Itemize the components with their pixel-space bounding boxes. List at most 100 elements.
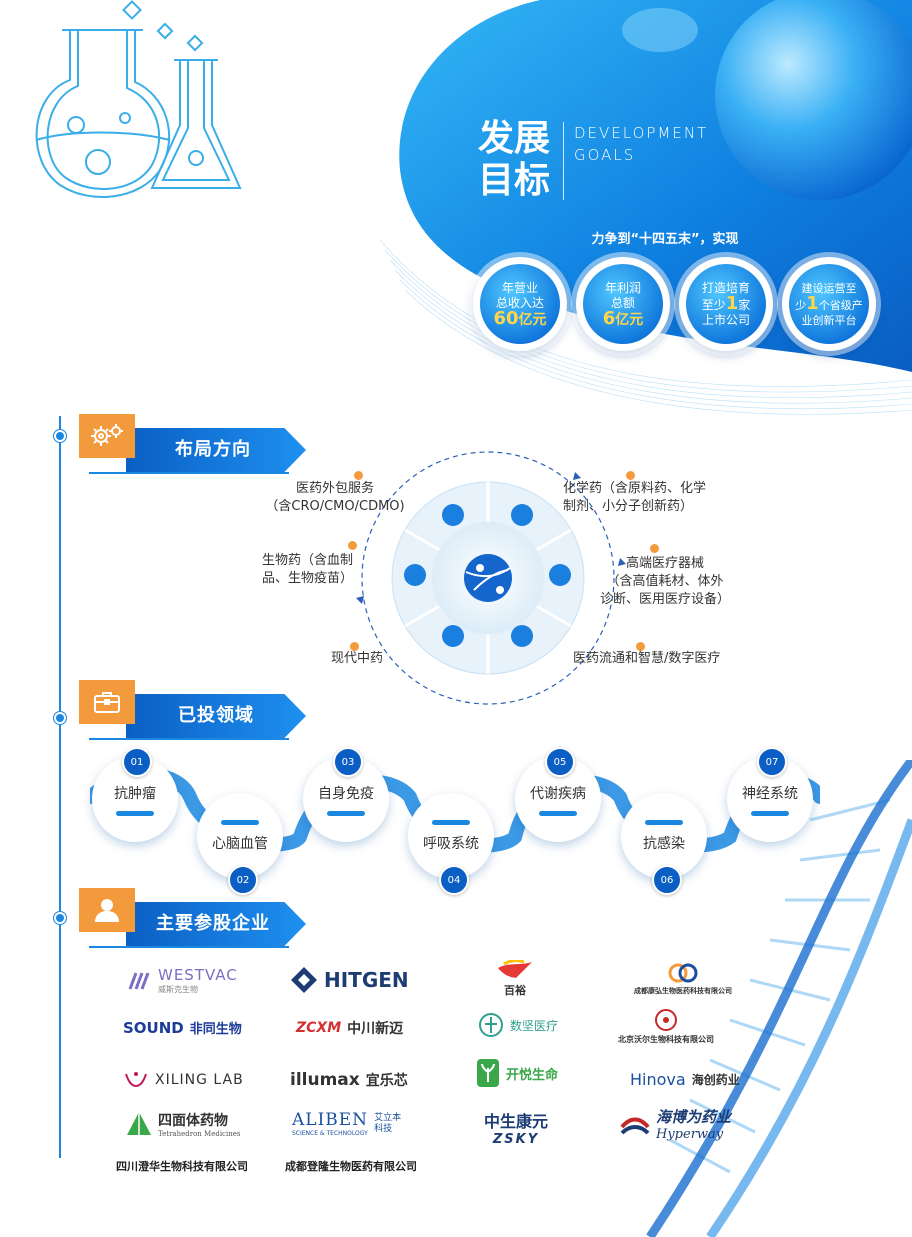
goal-profit-unit: 亿元 <box>615 311 644 328</box>
logo-baiyu: 百裕 <box>496 960 534 998</box>
westvac-name-zh: 威斯克生物 <box>158 985 198 994</box>
goal-revenue-unit: 亿元 <box>518 311 547 328</box>
haibo-name: 海博为药业 <box>656 1108 732 1126</box>
illumax-name-zh: 宜乐芯 <box>365 1073 408 1089</box>
area-num-04: 04 <box>439 865 469 895</box>
baiyu-icon <box>498 960 532 978</box>
companies-title: 主要参股企业 <box>156 913 270 934</box>
gear-icon <box>79 414 135 458</box>
layout-tcm: 现代中药 <box>330 651 383 666</box>
user-icon <box>79 888 135 932</box>
baiyu-name: 百裕 <box>504 984 526 997</box>
goal-revenue-value: 60 <box>493 307 519 329</box>
layout-header-bar <box>126 428 306 472</box>
companies-underline <box>89 946 289 948</box>
logo-shujian: 数坚医疗 <box>478 1012 558 1038</box>
hero-title-divider <box>563 122 564 200</box>
chengdu1-name: 成都康弘生物医药科技有限公司 <box>634 987 732 995</box>
hero-title-en-line1: DEVELOPMENT <box>574 124 709 142</box>
goal-profit-value: 6 <box>602 307 616 329</box>
layout-dot-device <box>650 544 659 553</box>
goal-platform-unit: 个省级产 <box>818 298 863 312</box>
logo-zcxm: ZCXM 中川新迈 <box>296 1018 403 1038</box>
hero-title-en-line2: GOALS <box>574 146 636 164</box>
layout-title: 布局方向 <box>175 439 251 460</box>
xiling-icon <box>125 1072 147 1087</box>
area-neuro-bar <box>751 810 789 816</box>
hitgen-name: HITGEN <box>324 968 409 992</box>
layout-device-line3: 诊断、医用医疗设备） <box>599 592 730 607</box>
area-oncology-bar <box>116 810 154 816</box>
beijing-icon <box>655 1009 677 1031</box>
companies-header-bar <box>126 902 306 946</box>
area-oncology-label: 抗肿瘤 <box>114 785 156 802</box>
xiling-name: XILING LAB <box>155 1072 244 1088</box>
goal-listed-value: 1 <box>725 292 739 314</box>
layout-dot-chem <box>626 471 635 480</box>
westvac-icon <box>128 971 150 990</box>
hero-background <box>35 0 912 415</box>
area-infection: 抗感染 <box>621 793 707 879</box>
hero-title-en: DEVELOPMENT GOALS <box>574 122 708 166</box>
footer-company-2: 成都登隆生物医药有限公司 <box>285 1160 417 1173</box>
layout-diagram <box>356 451 626 705</box>
logo-beijing: 北京沃尔生物科技有限公司 <box>618 1008 714 1045</box>
invested-title: 已投领域 <box>178 705 254 726</box>
zcxm-name-zh: 中川新迈 <box>347 1021 404 1037</box>
aliben-sub2: 科技 <box>374 1123 393 1134</box>
area-metabolic-bar <box>539 810 577 816</box>
aliben-name: ALIBEN <box>292 1110 369 1130</box>
hero-title: 发展 目标 <box>478 118 558 202</box>
simian-name-en: Tetrahedron Medicines <box>158 1130 241 1138</box>
hero-title-line1: 发展 <box>478 118 551 159</box>
goal-profit-line1: 年利润 <box>604 280 641 295</box>
layout-outsourcing-line2: （含CRO/CMO/CDMO) <box>265 499 405 514</box>
layout-digital: 医药流通和智慧/数字医疗 <box>573 651 721 666</box>
layout-bio-line2: 品、生物疫苗） <box>262 571 354 586</box>
logo-kaiyue: 开悦生命 <box>476 1058 558 1088</box>
kaiyue-icon <box>477 1059 499 1087</box>
area-immune-bar <box>327 810 365 816</box>
shujian-name: 数坚医疗 <box>510 1018 559 1033</box>
logo-chengdu1: 成都康弘生物医药科技有限公司 <box>634 962 732 996</box>
area-infection-label: 抗感染 <box>643 835 685 852</box>
footer-company-1: 四川澄华生物科技有限公司 <box>116 1160 248 1173</box>
goal-platform-line1: 建设运营至 <box>801 281 857 295</box>
logo-xiling: XILING LAB <box>123 1068 244 1092</box>
layout-dot-bio <box>348 541 357 550</box>
area-infection-bar <box>645 819 683 825</box>
timeline-line <box>59 416 61 1158</box>
goal-listed-line3: 上市公司 <box>701 312 750 327</box>
area-respiratory-bar <box>432 819 470 825</box>
hinova-name: Hinova <box>630 1070 686 1089</box>
goal-listed-line1: 打造培育 <box>701 280 750 295</box>
area-neuro-label: 神经系统 <box>742 785 798 802</box>
shujian-icon <box>479 1013 503 1037</box>
goal-profit: 年利润 总额 6亿元 <box>576 257 670 351</box>
area-cardio-bar <box>221 819 259 825</box>
area-cardio-label: 心脑血管 <box>212 835 268 852</box>
area-num-03: 03 <box>333 747 363 777</box>
layout-dot-outsourcing <box>354 471 363 480</box>
goal-listed-company: 打造培育 至少1家 上市公司 <box>679 257 773 351</box>
invested-underline <box>89 738 289 740</box>
goal-revenue: 年营业 总收入达 60亿元 <box>473 257 567 351</box>
area-num-05: 05 <box>545 747 575 777</box>
area-metabolic-label: 代谢疾病 <box>530 785 586 802</box>
layout-outsourcing: 医药外包服务 （含CRO/CMO/CDMO) <box>250 480 420 516</box>
layout-dot-digital <box>636 642 645 651</box>
simian-name: 四面体药物 <box>158 1113 228 1129</box>
zsky-name-zh: 中生康元 <box>484 1112 549 1131</box>
layout-device: 高端医疗器械 （含高值耗材、体外 诊断、医用医疗设备） <box>595 555 735 609</box>
zcxm-name: ZCXM <box>296 1020 342 1036</box>
layout-device-line1: 高端医疗器械 <box>625 556 704 571</box>
logo-illumax: illumax 宜乐芯 <box>290 1070 408 1090</box>
westvac-name: WESTVAC <box>158 966 238 984</box>
haibo-name-en: Hyperway <box>656 1127 724 1142</box>
layout-underline <box>89 472 289 474</box>
logo-zsky: 中生康元 ZSKY <box>484 1108 548 1147</box>
